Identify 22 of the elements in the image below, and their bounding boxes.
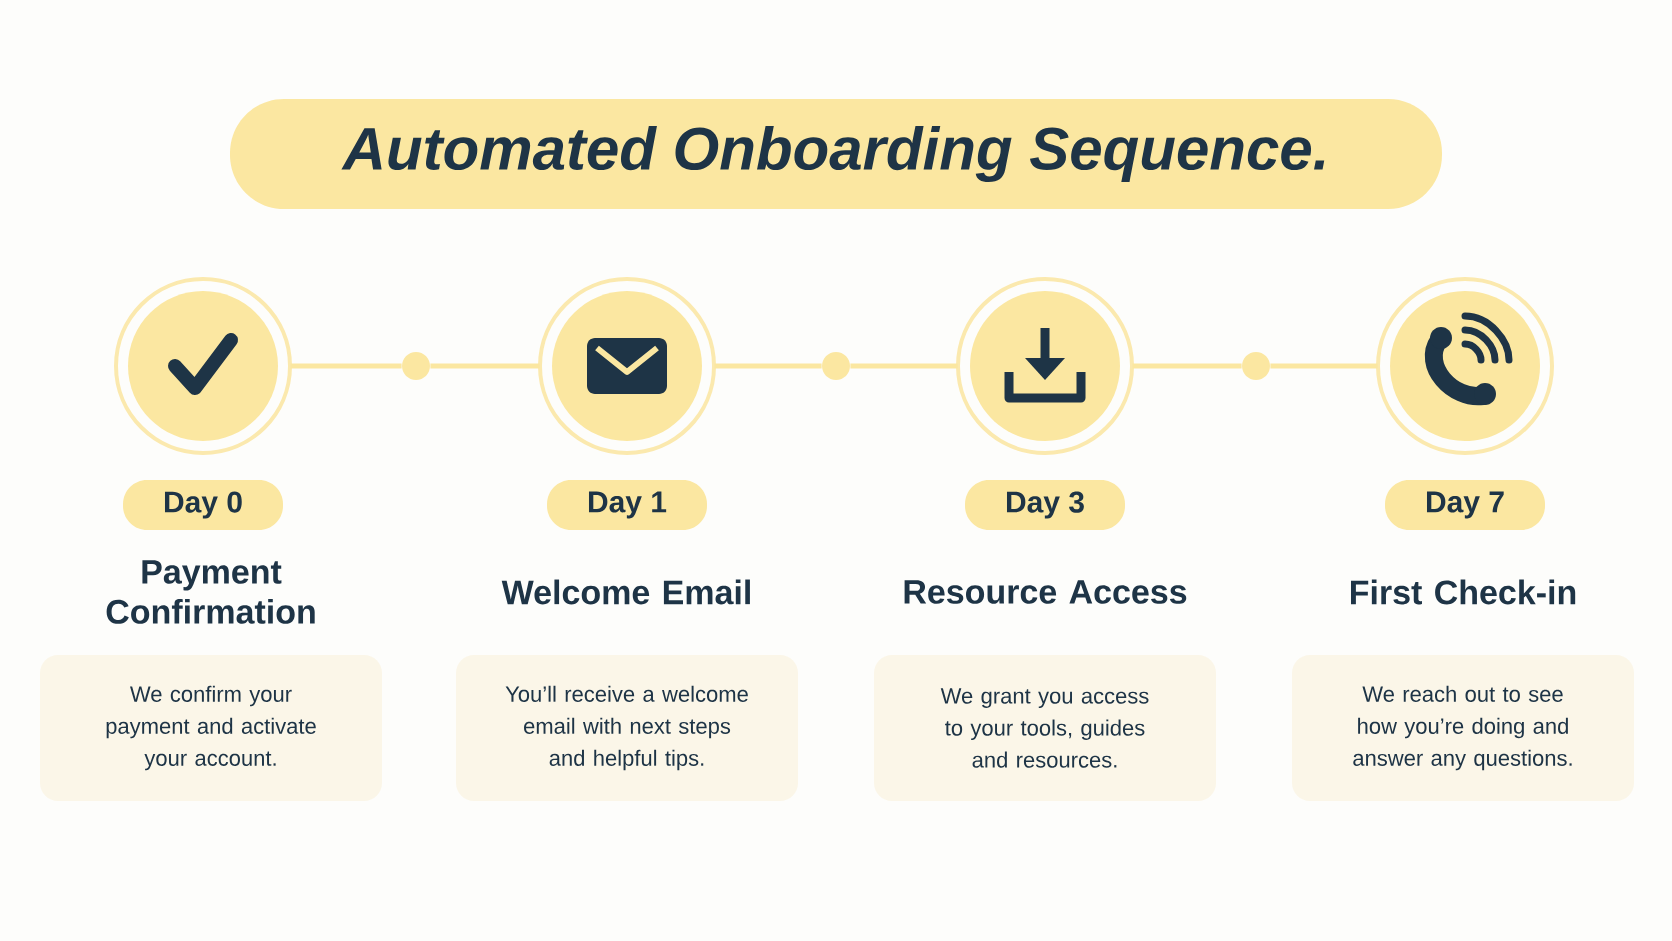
description-card: We reach out to see how you’re doing and answer any questions. [1292, 655, 1634, 801]
step-heading: Welcome Email [501, 579, 750, 605]
description-card: We confirm your payment and activate your account. [40, 655, 382, 801]
description-card: You’ll receive a welcome email with next steps and helpful tips. [456, 655, 798, 801]
step-heading: Resource Access [904, 580, 1187, 604]
day-badge: Day 1 [547, 480, 707, 530]
day-badge: Day 7 [1385, 480, 1545, 530]
connector-line [850, 363, 958, 369]
day-badge: Day 3 [965, 480, 1125, 530]
connector-line [714, 363, 822, 369]
connector-dot [402, 352, 430, 380]
connector-dot [1242, 352, 1270, 380]
step-heading: Payment Confirmation [106, 560, 315, 624]
connector-line [430, 363, 540, 369]
description-card: We grant you access to your tools, guides and resources. [874, 655, 1216, 801]
title-banner: Automated Onboarding Sequence. [230, 99, 1442, 209]
connector-line [290, 363, 402, 369]
step-heading: First Check-in [1351, 579, 1576, 605]
connector-line [1270, 363, 1378, 369]
connector-dot [822, 352, 850, 380]
day-badge: Day 0 [123, 480, 283, 530]
connector-line [1132, 363, 1242, 369]
